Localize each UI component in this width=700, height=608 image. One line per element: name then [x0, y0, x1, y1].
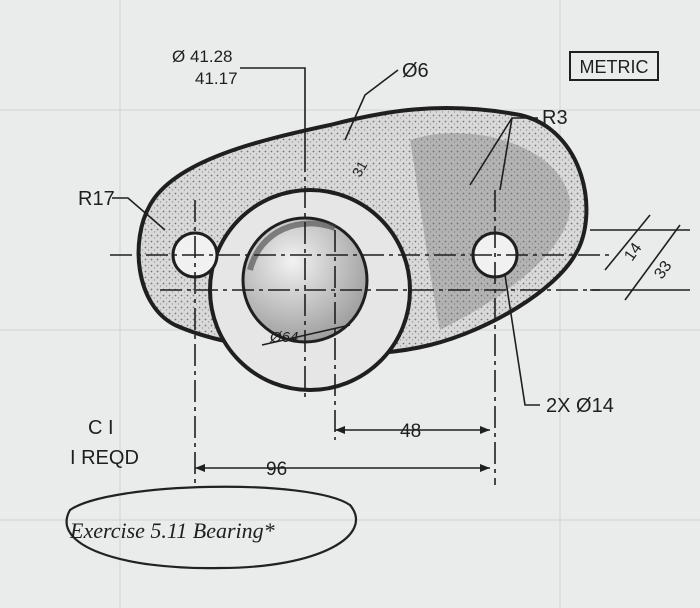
svg-text:METRIC: METRIC [580, 57, 649, 77]
center-to-hole-label: 48 [400, 421, 421, 442]
part-note: C I [88, 417, 114, 439]
metric-badge: METRIC [569, 51, 659, 81]
radius-large-label: R17 [78, 188, 115, 210]
offset-label: 31 [349, 158, 371, 180]
caption-text: Exercise 5.11 Bearing* [69, 518, 275, 543]
caption: Exercise 5.11 Bearing* [65, 485, 357, 570]
arrowheads [195, 426, 490, 472]
center-lines [110, 150, 610, 485]
radius-small-label: R3 [542, 107, 568, 129]
hole-dia-top-label: Ø 41.28 [172, 47, 233, 66]
leaders [112, 67, 690, 469]
pin-dia-label: Ø6 [402, 60, 429, 82]
hole-dia-bottom-label: 41.17 [195, 69, 238, 88]
thickness-small-label: 14 [621, 240, 645, 264]
boss-dia-label: Ø64 [269, 329, 298, 346]
hole-spacing-label: 96 [266, 459, 287, 480]
qty-note: I REQD [70, 447, 139, 469]
thickness-large-label: 33 [651, 258, 675, 282]
holes-label: 2X Ø14 [546, 395, 614, 417]
